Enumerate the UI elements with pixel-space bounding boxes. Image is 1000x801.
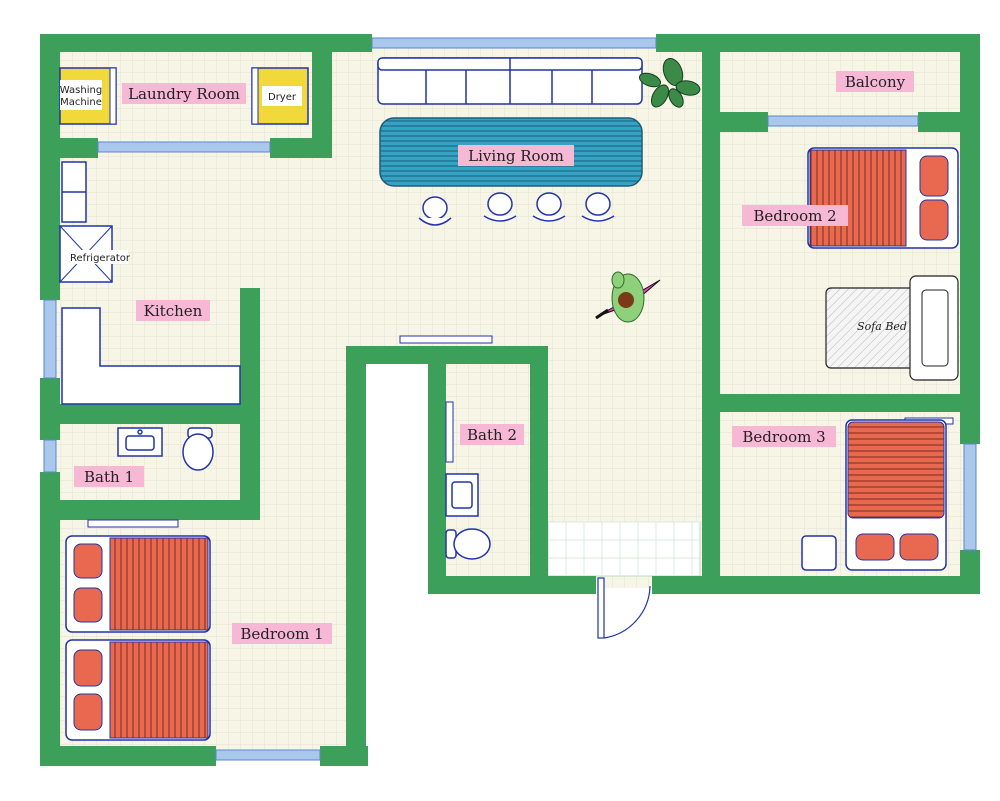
refrigerator-label: Refrigerator xyxy=(70,253,131,264)
washer-label-2: Machine xyxy=(60,97,102,108)
room-labels: Laundry Room Living Room Balcony Bedroom… xyxy=(74,71,914,644)
sofa-bed-label: Sofa Bed xyxy=(857,320,907,333)
label-bedroom-2: Bedroom 2 xyxy=(753,207,836,225)
plant-icon xyxy=(638,57,701,108)
label-living-room: Living Room xyxy=(468,147,564,165)
person-icon xyxy=(595,271,661,323)
label-bedroom-3: Bedroom 3 xyxy=(742,428,825,446)
label-bath-2: Bath 2 xyxy=(467,426,517,444)
label-bedroom-1: Bedroom 1 xyxy=(240,625,323,643)
dryer-label: Dryer xyxy=(268,92,297,103)
washer-label-1: Washing xyxy=(60,85,102,96)
dryer: Dryer xyxy=(251,67,309,125)
front-door[interactable] xyxy=(597,577,651,639)
sofa-bed: Sofa Bed xyxy=(825,275,959,381)
label-bath-1: Bath 1 xyxy=(84,468,134,486)
kitchen-counters xyxy=(61,161,241,405)
bedroom1-beds xyxy=(65,535,211,741)
label-laundry-room: Laundry Room xyxy=(128,85,240,103)
washing-machine: Washing Machine xyxy=(59,67,117,125)
label-balcony: Balcony xyxy=(845,73,906,91)
bath2-fixtures xyxy=(445,473,491,560)
chairs xyxy=(418,192,615,226)
label-kitchen: Kitchen xyxy=(144,302,203,320)
windows xyxy=(43,37,977,761)
walls xyxy=(40,34,980,766)
bedroom3-bed xyxy=(801,419,947,571)
bath1-fixtures xyxy=(117,427,214,471)
refrigerator: Refrigerator xyxy=(59,225,131,283)
bedroom2-bed xyxy=(807,147,959,249)
sofa xyxy=(377,57,643,105)
